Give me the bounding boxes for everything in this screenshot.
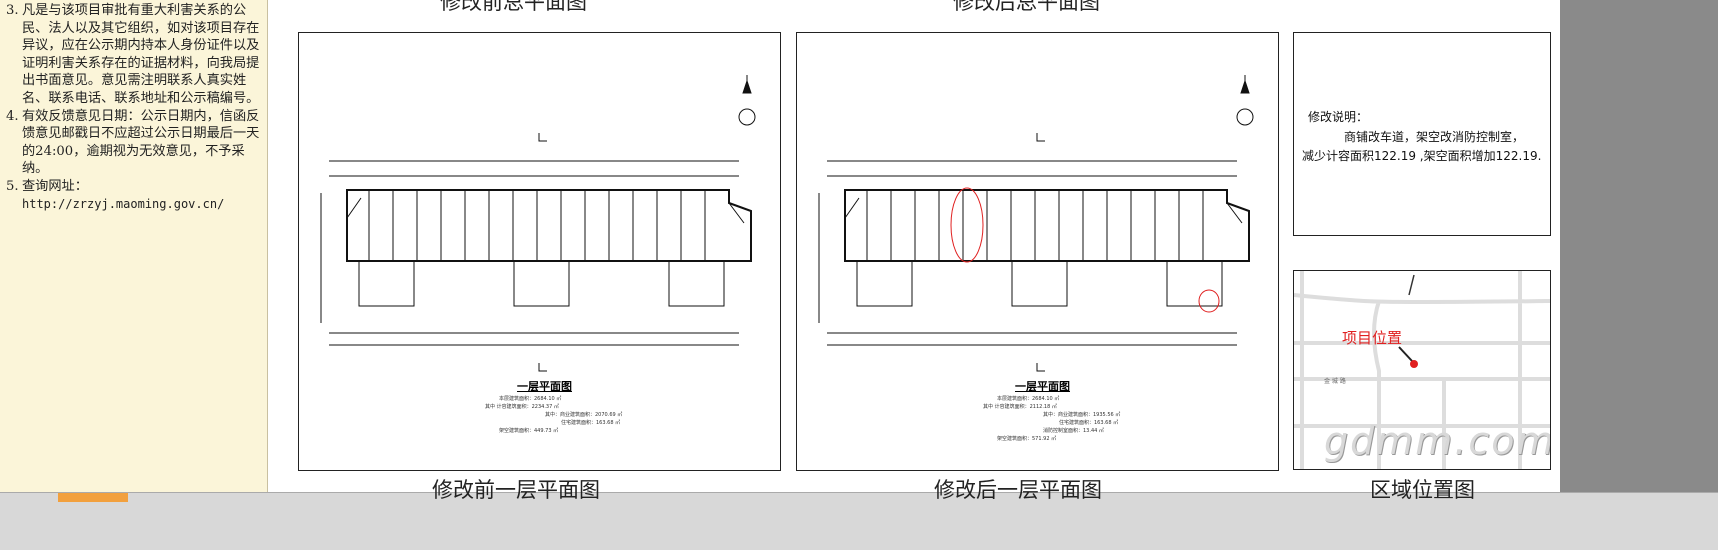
document-canvas: 修改前总平面图 修改后总平面图 一层平面图 本层建筑面积：2684.10 ㎡ 其… [270, 0, 1560, 502]
before-site-title: 修改前总平面图 [440, 0, 587, 14]
note-heading: 修改说明： [1308, 110, 1369, 124]
notice-item-3: 3.凡是与该项目审批有重大利害关系的公民、法人以及其它组织，如对该项目存在异议，… [6, 3, 260, 106]
before-plan-drawing [320, 75, 756, 372]
stat: 本层建筑面积：2684.10 ㎡ [499, 396, 562, 402]
viewer-background [1560, 0, 1718, 492]
location-map: 金 城 路 项目位置 gdmm.com [1293, 270, 1551, 470]
location-map-title: 区域位置图 [1370, 478, 1475, 502]
stat: 其中 计容建筑面积：2234.37 ㎡ [485, 404, 559, 410]
note-line: 减少计容面积122.19 ,架空面积增加122.19. [1302, 149, 1542, 163]
note-line: 商铺改车道，架空改消防控制室， [1344, 130, 1525, 144]
after-plan-title: 修改后一层平面图 [934, 478, 1102, 502]
before-floor-plan: 一层平面图 本层建筑面积：2684.10 ㎡ 其中 计容建筑面积：2234.37… [298, 32, 781, 471]
notice-item-4: 4.有效反馈意见日期：公示日期内，信函反馈意见邮戳日不应超过公示日期最后一天的2… [6, 108, 260, 177]
road-label: 金 城 路 [1324, 377, 1346, 385]
changed-area-marker-1 [950, 187, 984, 263]
status-bar [0, 492, 1718, 550]
stat: 其中：商业建筑面积：2070.69 ㎡ [545, 412, 623, 418]
after-site-title: 修改后总平面图 [953, 0, 1100, 14]
notice-item-5: 5.查询网址： [6, 178, 88, 194]
changed-area-marker-2 [1198, 289, 1220, 313]
stat: 其中：商业建筑面积：1935.56 ㎡ [1043, 412, 1121, 418]
stat: 其中 计容建筑面积：2112.18 ㎡ [983, 404, 1057, 410]
modification-note: 修改说明： 商铺改车道，架空改消防控制室， 减少计容面积122.19 ,架空面积… [1293, 32, 1551, 236]
stat: 架空建筑面积：571.92 ㎡ [997, 436, 1057, 442]
query-url[interactable]: http://zrzyj.maoming.gov.cn/ [22, 196, 225, 211]
stat: 住宅建筑面积：163.68 ㎡ [1059, 420, 1119, 426]
after-plan-heading: 一层平面图 [1015, 380, 1070, 393]
taskbar-item[interactable] [58, 493, 128, 502]
stat: 本层建筑面积：2684.10 ㎡ [997, 396, 1060, 402]
before-plan-title: 修改前一层平面图 [432, 478, 600, 502]
road-map: 金 城 路 [1294, 271, 1550, 469]
stat: 消防控制室面积：13.44 ㎡ [1043, 428, 1104, 434]
before-plan-heading: 一层平面图 [517, 380, 572, 393]
project-location-label: 项目位置 [1342, 329, 1403, 347]
after-floor-plan: 一层平面图 本层建筑面积：2684.10 ㎡ 其中 计容建筑面积：2112.18… [796, 32, 1279, 471]
after-plan-drawing [818, 75, 1254, 372]
north-arrow-icon [1240, 75, 1250, 94]
north-arrow-icon [742, 75, 752, 94]
watermark: gdmm.com [1324, 419, 1551, 463]
notice-panel: 3.凡是与该项目审批有重大利害关系的公民、法人以及其它组织，如对该项目存在异议，… [0, 0, 268, 492]
project-location-marker [1410, 360, 1418, 368]
stat: 住宅建筑面积：163.68 ㎡ [561, 420, 621, 426]
stat: 架空建筑面积：449.73 ㎡ [499, 428, 559, 434]
